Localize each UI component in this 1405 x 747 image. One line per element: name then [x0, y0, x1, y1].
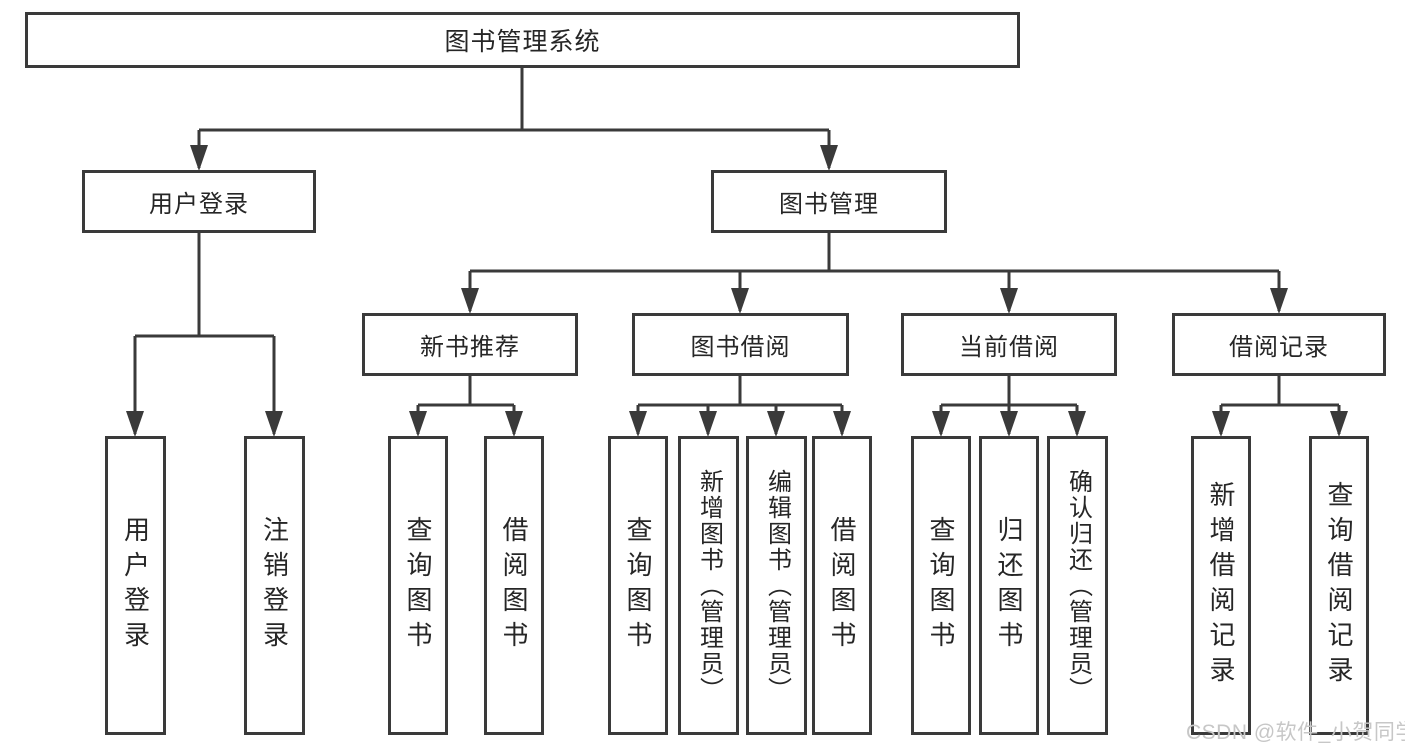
leaf-add-books-admin: 新增图书（管理员） [678, 436, 739, 735]
arrow-icon [820, 145, 838, 171]
arrow-icon [699, 411, 717, 437]
connector-root [197, 68, 831, 168]
arrow-icon [409, 411, 427, 437]
arrow-icon [126, 411, 144, 437]
node-current-borrowing: 当前借阅 [901, 313, 1117, 376]
node-label: 图书管理 [779, 191, 879, 218]
leaf-borrow-books: 借阅图书 [812, 436, 872, 735]
leaf-logout: 注销登录 [244, 436, 305, 735]
node-label: 新书推荐 [420, 334, 520, 361]
connector-user-login [133, 233, 276, 434]
connector-current-borrowing [939, 376, 1079, 434]
node-label: 当前借阅 [959, 334, 1059, 361]
node-new-book-recommendation: 新书推荐 [362, 313, 578, 376]
connector-new-book-recommendation [416, 376, 516, 434]
leaf-label: 查询图书 [403, 515, 433, 656]
leaf-add-borrow-record: 新增借阅记录 [1191, 436, 1251, 735]
leaf-label: 编辑图书（管理员） [763, 468, 791, 703]
leaf-label: 查询图书 [623, 515, 653, 656]
node-library-management-system: 图书管理系统 [25, 12, 1020, 68]
arrow-icon [1068, 411, 1086, 437]
leaf-label: 新增借阅记录 [1206, 480, 1236, 691]
leaf-label: 注销登录 [259, 515, 290, 656]
connector-book-management [468, 233, 1281, 311]
leaf-confirm-return-admin: 确认归还（管理员） [1047, 436, 1108, 735]
node-label: 图书借阅 [690, 334, 791, 361]
node-label: 用户登录 [149, 191, 249, 218]
arrow-icon [265, 411, 283, 437]
node-book-borrowing: 图书借阅 [632, 313, 849, 376]
connector-borrowing-records [1219, 376, 1341, 434]
leaf-label: 查询借阅记录 [1324, 480, 1354, 691]
node-user-login: 用户登录 [82, 170, 316, 233]
leaf-search-borrow-record: 查询借阅记录 [1309, 436, 1369, 735]
leaf-label: 查询图书 [926, 515, 956, 656]
leaf-label: 归还图书 [994, 515, 1024, 656]
leaf-user-login: 用户登录 [105, 436, 166, 735]
leaf-search-books-recommend: 查询图书 [388, 436, 448, 735]
arrow-icon [932, 411, 950, 437]
arrow-icon [767, 411, 785, 437]
node-borrowing-records: 借阅记录 [1172, 313, 1386, 376]
leaf-search-books-borrow: 查询图书 [608, 436, 668, 735]
watermark: CSDN @软件_小贺同学 [1186, 721, 1405, 744]
leaf-label: 借阅图书 [827, 515, 857, 656]
leaf-search-books-current: 查询图书 [911, 436, 971, 735]
node-book-management: 图书管理 [711, 170, 947, 233]
arrow-icon [505, 411, 523, 437]
arrow-icon [1000, 288, 1018, 314]
arrow-icon [731, 288, 749, 314]
leaf-label: 新增图书（管理员） [695, 468, 723, 703]
leaf-borrow-books-recommend: 借阅图书 [484, 436, 544, 735]
leaf-return-books: 归还图书 [979, 436, 1039, 735]
arrow-icon [1330, 411, 1348, 437]
arrow-icon [461, 288, 479, 314]
arrow-icon [629, 411, 647, 437]
leaf-label: 用户登录 [120, 515, 151, 656]
arrow-icon [190, 145, 208, 171]
connector-book-borrowing [636, 376, 844, 434]
node-label: 借阅记录 [1229, 334, 1329, 361]
arrow-icon [833, 411, 851, 437]
leaf-edit-books-admin: 编辑图书（管理员） [746, 436, 807, 735]
arrow-icon [1000, 411, 1018, 437]
leaf-label: 确认归还（管理员） [1064, 468, 1092, 703]
arrow-icon [1270, 288, 1288, 314]
node-label: 图书管理系统 [444, 28, 601, 56]
leaf-label: 借阅图书 [499, 515, 529, 656]
arrow-icon [1212, 411, 1230, 437]
